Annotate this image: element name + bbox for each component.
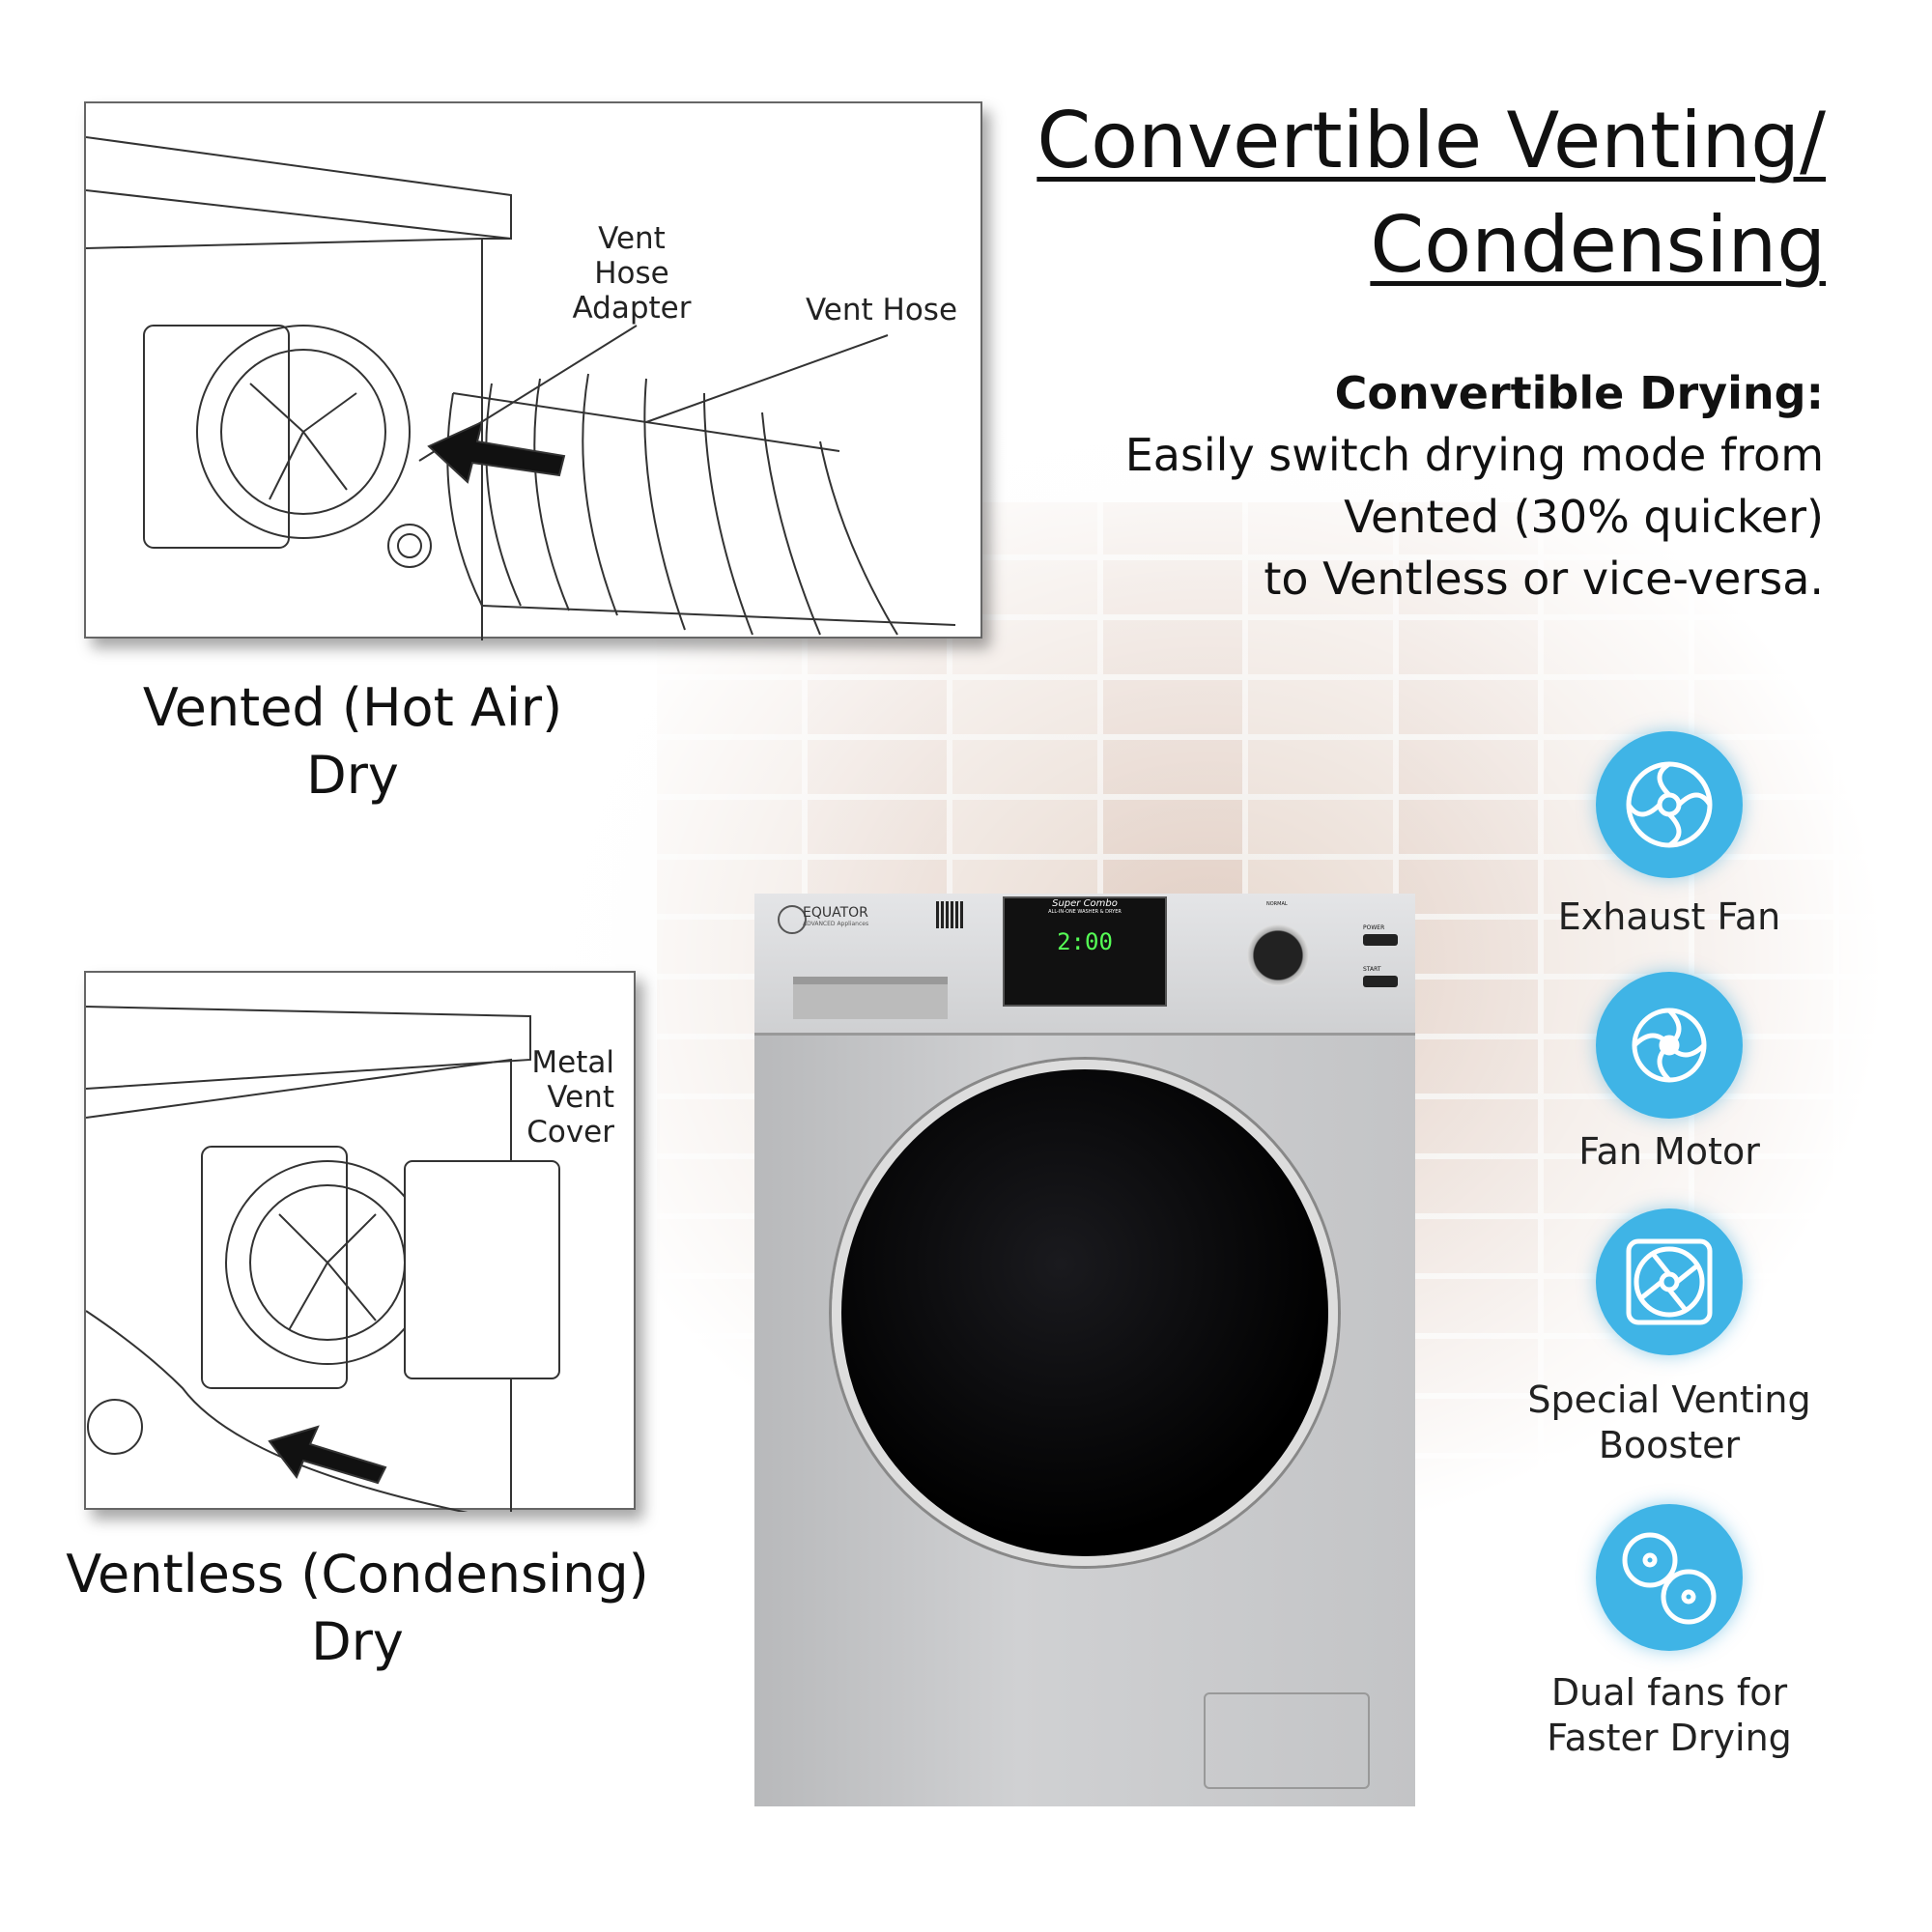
description-heading: Convertible Drying: [1334, 367, 1824, 419]
lcd-display: Super Combo ALL-IN-ONE WASHER & DRYER 2:… [1003, 896, 1167, 1007]
vented-illustration [85, 136, 956, 640]
brand-subtitle: ADVANCED Appliances [803, 921, 869, 927]
description: Convertible Drying: Easily switch drying… [1125, 362, 1824, 610]
power-label: POWER [1363, 924, 1385, 931]
filter-access-panel[interactable] [1204, 1692, 1370, 1789]
detergent-drawer-handle[interactable] [793, 977, 948, 1019]
exhaust-fan-label: Exhaust Fan [1557, 895, 1781, 938]
washer-door[interactable] [832, 1060, 1338, 1566]
description-line: to Ventless or vice-versa. [1264, 553, 1824, 605]
washer-dryer: EQUATOR ADVANCED Appliances Super Combo … [754, 894, 1415, 1806]
dual-fans-icon [1596, 1504, 1743, 1651]
vent-hose-label: Vent Hose [806, 293, 958, 327]
exhaust-fan-icon [1596, 731, 1743, 878]
display-time: 2:00 [1057, 928, 1113, 955]
title-line-1: Convertible Venting/ [1037, 96, 1826, 185]
fan-motor-label: Fan Motor [1578, 1130, 1760, 1173]
ventless-caption: Ventless (Condensing)Dry [66, 1544, 649, 1672]
fan-motor-icon [1596, 972, 1743, 1119]
title-line-2: Condensing [1370, 200, 1826, 290]
model-name: Super Combo [1052, 898, 1118, 909]
brand-logo-icon [778, 905, 807, 934]
brand-name: EQUATOR [803, 905, 868, 921]
program-dial[interactable] [1247, 924, 1309, 986]
washer-body [754, 1036, 1415, 1806]
ventless-illustration [85, 1006, 560, 1515]
venting-booster-icon [1596, 1208, 1743, 1355]
qr-code [936, 901, 963, 928]
power-button[interactable] [1363, 934, 1398, 946]
start-label: START [1363, 966, 1381, 973]
description-line: Easily switch drying mode from [1124, 429, 1824, 481]
dial-label: NORMAL [1266, 901, 1288, 907]
vented-caption: Vented (Hot Air)Dry [142, 677, 563, 806]
start-button[interactable] [1363, 976, 1398, 987]
model-subtitle: ALL-IN-ONE WASHER & DRYER [1048, 909, 1122, 915]
page-title: Convertible Venting/ Condensing [1037, 89, 1826, 298]
description-line: Vented (30% quicker) [1344, 491, 1824, 543]
control-panel: EQUATOR ADVANCED Appliances Super Combo … [754, 894, 1415, 1036]
